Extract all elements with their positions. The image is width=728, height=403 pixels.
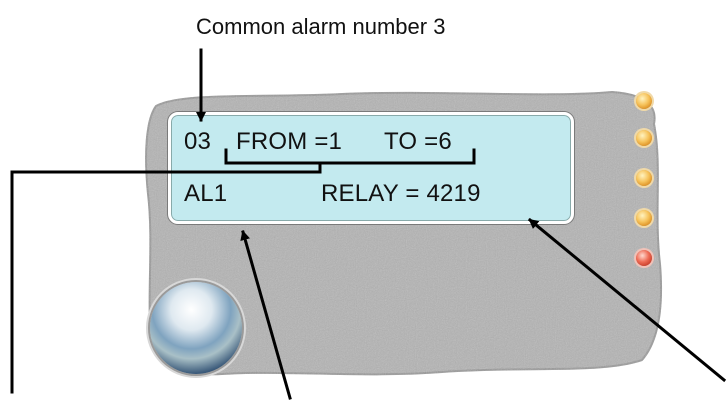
relay-text: RELAY = 4219	[321, 180, 481, 207]
from-text: FROM =1	[236, 128, 343, 155]
led-1	[636, 93, 652, 109]
led-5	[636, 250, 652, 266]
led-3	[636, 170, 652, 186]
caption-label: Common alarm number 3	[196, 14, 446, 39]
lcd-display	[168, 112, 574, 224]
led-2	[636, 130, 652, 146]
alarm-number-text: 03	[184, 128, 212, 155]
control-knob[interactable]	[150, 282, 242, 374]
to-text: TO =6	[384, 128, 452, 155]
relay-arrow	[527, 217, 727, 383]
alarm-id-text: AL1	[184, 180, 228, 207]
display-arrow	[240, 230, 292, 400]
led-4	[636, 210, 652, 226]
range-leader	[10, 161, 322, 394]
range-bracket	[224, 148, 476, 165]
